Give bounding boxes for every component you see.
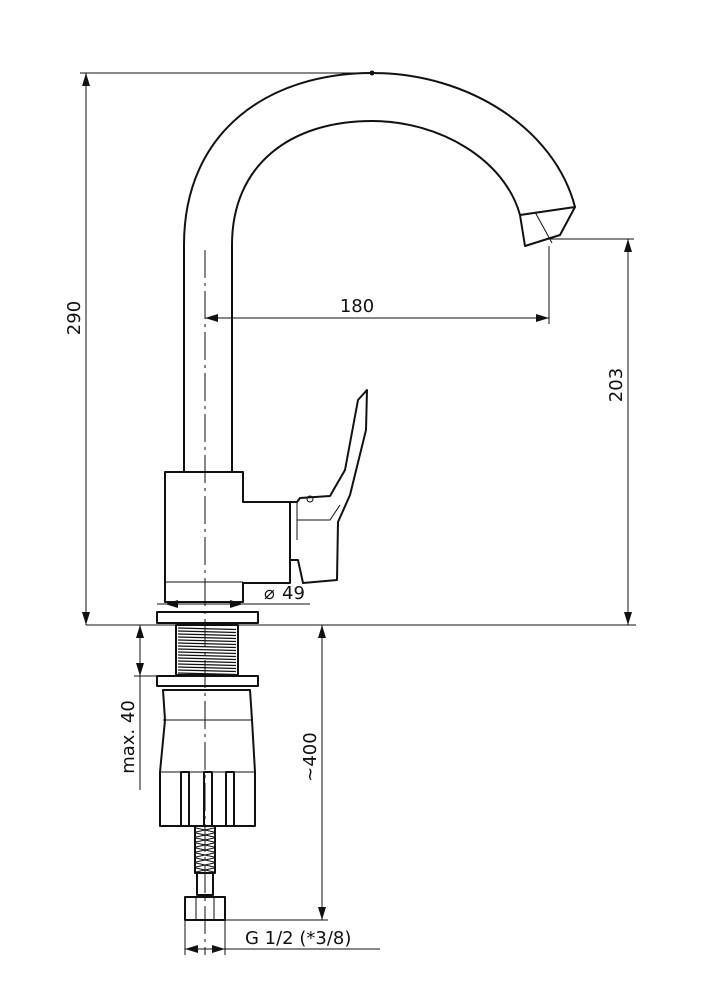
- total-height-label: 290: [64, 301, 85, 335]
- braid-line: [195, 857, 215, 863]
- base-ring: [156, 611, 259, 624]
- nut-rib-left: [180, 771, 190, 827]
- thread-line: [177, 672, 237, 676]
- spout-inner-contour: [231, 120, 521, 473]
- thread-line: [177, 657, 237, 661]
- hose-length-arrow-top: [318, 625, 326, 638]
- thread-line: [177, 651, 237, 655]
- washer-plate: [156, 675, 259, 687]
- thread-line: [177, 654, 237, 658]
- reach-label: 180: [340, 296, 374, 317]
- total-height-arrow-top: [82, 73, 90, 86]
- connection-arrow-right: [212, 945, 225, 953]
- diameter-label: 49: [282, 583, 305, 604]
- shank-threads: [177, 627, 237, 676]
- diameter-arrow-left: [165, 600, 178, 608]
- spout-top-point: [369, 70, 375, 76]
- spout-height-arrow-top: [624, 239, 632, 252]
- thread-line: [177, 648, 237, 652]
- lever-inner-line: [296, 503, 341, 540]
- reach-arrow-left: [205, 314, 218, 322]
- hose-length-arrow-bottom: [318, 907, 326, 920]
- thread-line: [177, 669, 237, 673]
- thread-line: [177, 627, 237, 631]
- mounting-nut: [159, 689, 256, 827]
- thread-line: [177, 663, 237, 667]
- spout-tip-seam: [534, 211, 553, 244]
- connection-label: G 1/2 (*3/8): [245, 928, 351, 949]
- braid-line: [195, 852, 215, 858]
- max-thickness-arrow-bottom: [136, 663, 144, 676]
- hose-length-label: ~400: [300, 732, 321, 781]
- thread-line: [177, 633, 237, 637]
- spout-tip: [519, 206, 576, 247]
- lever-pivot: [306, 495, 314, 503]
- faucet-body: [156, 72, 576, 624]
- thread-line: [177, 660, 237, 664]
- thread-line: [177, 639, 237, 643]
- main-body: [164, 471, 291, 603]
- spout-outer-contour: [183, 72, 576, 473]
- nut-rib-right: [225, 771, 235, 827]
- thread-line: [177, 630, 237, 634]
- diameter-arrow-right: [230, 600, 243, 608]
- thread-line: [177, 645, 237, 649]
- total-height-arrow-bottom: [82, 612, 90, 625]
- max-thickness-arrow-top: [136, 625, 144, 638]
- max-thickness-label: max. 40: [118, 700, 139, 774]
- spout-height-label: 203: [606, 368, 627, 402]
- lever-handle: [289, 389, 368, 584]
- diameter-symbol: ⌀: [264, 583, 275, 604]
- spout-height-arrow-bottom: [624, 612, 632, 625]
- reach-arrow-right: [536, 314, 549, 322]
- thread-line: [177, 666, 237, 670]
- thread-line: [177, 636, 237, 640]
- dimension-labels: 290 180 203 ⌀ 49 max. 40 ~400 G 1/2 (*3/…: [64, 296, 627, 949]
- mounting-assembly: [156, 624, 259, 921]
- connection-arrow-left: [185, 945, 198, 953]
- thread-line: [177, 642, 237, 646]
- dimension-lines: [80, 70, 636, 955]
